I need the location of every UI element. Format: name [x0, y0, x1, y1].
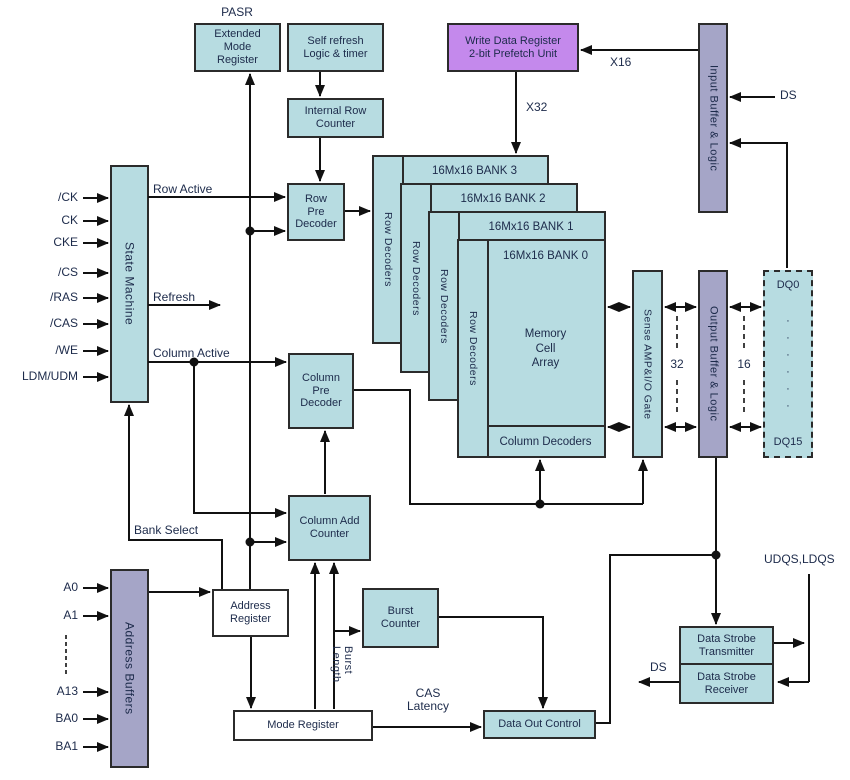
pin-nras: /RAS: [49, 290, 78, 304]
row-active-label: Row Active: [153, 182, 213, 196]
row-decoders-label: Row Decoders: [438, 268, 450, 344]
column-pre-decoder-block: Column Pre Decoder: [288, 353, 354, 429]
dq15-label: DQ15: [773, 436, 803, 449]
mode-register-block: Mode Register: [233, 710, 373, 741]
dq-pins-block: DQ0 · · · · · · DQ15: [763, 270, 813, 458]
row-decoders-label: Row Decoders: [382, 212, 394, 287]
refresh-label: Refresh: [153, 290, 196, 304]
address-buffers-block: Address Buffers: [110, 569, 149, 768]
pin-ba0: BA0: [55, 711, 78, 725]
burst-length-label: Burst Length: [330, 646, 354, 704]
ds-output-label: DS: [650, 660, 667, 674]
cas-latency-label: CAS Latency: [406, 686, 450, 714]
dq0-label: DQ0: [776, 279, 800, 291]
column-add-counter-block: Column Add Counter: [288, 495, 371, 561]
pin-ldm-udm: LDM/UDM: [22, 369, 78, 383]
x16-label: X16: [610, 55, 632, 69]
data-strobe-block: Data Strobe Transmitter Data Strobe Rece…: [679, 626, 774, 704]
output-buffer-label: Output Buffer & Logic: [707, 306, 720, 422]
output-buffer-block: Output Buffer & Logic: [698, 270, 728, 458]
input-buffer-label: Input Buffer & Logic: [707, 64, 720, 172]
internal-row-counter-block: Internal Row Counter: [287, 98, 384, 138]
row-decoders-label: Row Decoders: [467, 311, 479, 386]
pin-ncas: /CAS: [49, 316, 78, 330]
address-register-block: Address Register: [212, 589, 289, 637]
pin-ck: CK: [61, 213, 78, 227]
address-buffers-label: Address Buffers: [122, 622, 137, 715]
ds-input-label: DS: [780, 88, 797, 102]
column-decoders-block: Column Decoders: [487, 425, 604, 456]
row-decoders-label: Row Decoders: [410, 240, 422, 316]
data-out-control-block: Data Out Control: [483, 710, 596, 739]
memory-cell-array-label: Memory Cell Array: [524, 328, 567, 370]
bank0-title: 16Mx16 BANK 0: [502, 250, 588, 262]
write-data-register-block: Write Data Register 2-bit Prefetch Unit: [447, 23, 579, 72]
extended-mode-register-block: Extended Mode Register: [194, 23, 281, 72]
data-strobe-transmitter-block: Data Strobe Transmitter: [681, 628, 772, 665]
pin-nwe: /WE: [55, 343, 78, 357]
pin-a13: A13: [56, 684, 78, 698]
pin-cke: CKE: [53, 235, 78, 249]
pin-ncs: /CS: [57, 265, 78, 279]
burst-length-text: Burst Length: [330, 646, 355, 683]
sense-amp-label: Sense AMP&I/O Gate: [641, 308, 654, 420]
state-machine-label: State Machine: [122, 242, 137, 326]
bank-select-label: Bank Select: [134, 523, 199, 537]
pasr-label: PASR: [221, 5, 253, 19]
bank1-row-decoders: Row Decoders: [430, 213, 460, 399]
data-strobe-receiver-block: Data Strobe Receiver: [697, 670, 756, 696]
pin-nck: /CK: [57, 190, 78, 204]
bus-width-16-label: 16: [737, 357, 751, 371]
x32-label: X32: [526, 100, 548, 114]
burst-counter-block: Burst Counter: [362, 588, 439, 648]
pin-a0: A0: [63, 580, 78, 594]
bank0-block: Row Decoders 16Mx16 BANK 0 Memory Cell A…: [457, 239, 606, 458]
bank0-row-decoders: Row Decoders: [459, 241, 489, 456]
udqs-ldqs-label: UDQS,LDQS: [764, 552, 835, 566]
bus-width-32-label: 32: [670, 357, 684, 371]
pin-a1: A1: [63, 608, 78, 622]
sense-amp-block: Sense AMP&I/O Gate: [632, 270, 663, 458]
row-pre-decoder-block: Row Pre Decoder: [287, 183, 345, 241]
dq-dots: · · · · · ·: [786, 314, 790, 413]
state-machine-block: State Machine: [110, 165, 149, 403]
column-active-label: Column Active: [153, 346, 230, 360]
pin-ba1: BA1: [55, 739, 78, 753]
input-buffer-block: Input Buffer & Logic: [698, 23, 728, 213]
self-refresh-block: Self refresh Logic & timer: [287, 23, 384, 72]
